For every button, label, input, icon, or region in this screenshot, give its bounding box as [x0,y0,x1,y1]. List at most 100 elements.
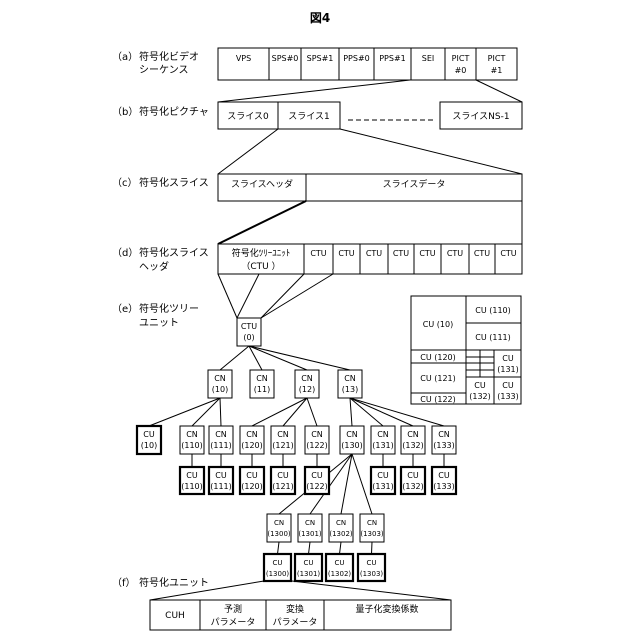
tree-node-label: CU [143,430,155,439]
tree-edge [350,398,413,426]
tree-edge [252,398,307,426]
tree-edge [278,542,280,554]
tree-node-label: (120) [241,441,263,450]
slice-header-label: スライスヘッダ [231,178,293,190]
section-f: （f） 符号化ユニット CUH 予測 パラメータ 変換 パラメータ 量子化変換係… [112,576,451,630]
tree-node-label: (111) [210,441,232,450]
tree-edge [341,454,352,514]
qt-cu132-a: CU [474,381,486,390]
label-b-line1: 符号化ピクチャ [139,105,209,118]
seq-item-label: SPS#0 [272,54,299,63]
tree-node-label: (11) [254,385,270,394]
tree-node-label: CU [215,471,227,480]
section-e: （e） 符号化ツリー ユニット CTU(0)CN(10)CN(11)CN(12)… [112,302,456,581]
sequence-row: VPSSPS#0SPS#1PPS#0PPS#1SEIPICT#0PICT#1 [218,48,517,80]
ctu-item-label: CTU [338,249,354,258]
tree-node-label: CN [377,430,389,439]
tree-node-label: (121) [272,441,294,450]
tree-node-label: (1302) [328,570,352,578]
tree-node-label: (1303) [360,570,384,578]
tree-node-label: CN [344,374,356,383]
tree-node-label: CU [377,471,389,480]
figure-title: 図4 [310,11,330,25]
tree-node-label: (1301) [297,570,321,578]
tree-node-label: (130) [341,441,363,450]
qt-cu110: CU (110) [475,306,511,315]
seq-item-label: PPS#0 [343,54,370,63]
tree-node-label: CN [214,374,226,383]
pred-line1: 予測 [224,603,242,615]
sliceN-label: スライスNS-1 [452,111,509,122]
ctu-item-label: CTU [474,249,490,258]
tree-edge [352,454,372,514]
tree-node-label: (122) [306,441,328,450]
tree-node-label: (0) [243,333,254,342]
tree-node-label: CN [311,430,323,439]
tree-node-label: (132) [402,441,424,450]
label-d-line2: ヘッダ [139,260,169,273]
trans-line2: パラメータ [273,617,318,628]
label-b-mark: （b） [112,106,138,118]
tree-node-label: CU [277,471,289,480]
tree-edge [307,398,317,426]
label-f-line1: 符号化ユニット [139,576,209,589]
label-e-line1: 符号化ツリー [139,302,199,315]
tree-node-label: CN [336,519,346,527]
qt-cu133-b: (133) [497,392,519,401]
tree-node-label: CU [272,559,282,567]
qt-cu121: CU (121) [420,374,456,383]
trans-line1: 変換 [286,603,304,615]
section-b: （b） 符号化ピクチャ スライス0 スライス1 スライスNS-1 [112,102,522,174]
label-f-mark: （f） [112,577,136,589]
tree-node-label: CTU [241,322,257,331]
tree-node-label: CN [301,374,313,383]
tree-node-label: CN [305,519,315,527]
slice1-label: スライス1 [288,111,329,122]
label-a-line2: シーケンス [139,64,189,76]
tree-node-label: CU [334,559,344,567]
tree-node-label: CN [346,430,358,439]
slice-data-label: スライスデータ [383,178,446,190]
label-a-mark: （a） [112,51,138,63]
slice0-label: スライス0 [227,111,269,122]
pred-line2: パラメータ [211,617,256,628]
cuh-label: CUH [165,611,185,621]
ctu-first-line2: （CTU ） [241,261,280,272]
ctu-item-label: CTU [366,249,382,258]
qt-cu132-b: (132) [469,392,491,401]
tree-edge [372,542,373,554]
tree-node-label: (133) [433,482,455,491]
quadtree-partition: CU (10) CU (110) CU (111) CU (120) CU (1… [411,296,521,404]
ctu-item-label: CTU [419,249,435,258]
ctu-item-label: CTU [393,249,409,258]
ctu-item-label: CTU [500,249,516,258]
ctu-row: CTUCTUCTUCTUCTUCTUCTUCTU [304,244,522,274]
tree-node-label: (13) [342,385,358,394]
tree-node-label: CN [186,430,198,439]
tree-edge [220,346,249,370]
tree-node-label: CU [407,471,419,480]
tree-node-label: (10) [212,385,228,394]
tree-node-label: (133) [433,441,455,450]
seq-item-label: SPS#1 [307,54,334,63]
tree-node-label: (120) [241,482,263,491]
ctu-item-label: CTU [310,249,326,258]
seq-item-label: PPS#1 [379,54,406,63]
section-a: （a） 符号化ビデオ シーケンス VPSSPS#0SPS#1PPS#0PPS#1… [112,48,522,102]
qt-cu120: CU (120) [420,353,456,362]
seq-item-label: SEI [422,54,435,63]
tree-node-label: CU [186,471,198,480]
tree-node-label: (121) [272,482,294,491]
seq-item-label: PICT [452,54,470,63]
tree-node-label: (131) [372,441,394,450]
label-a-line1: 符号化ビデオ [139,50,199,63]
qt-cu133-a: CU [502,381,514,390]
tree-edge [192,398,220,426]
qt-cu122: CU (122) [420,395,456,404]
tree-node-label: (10) [141,441,157,450]
tree-node-label: (111) [210,482,232,491]
tree-node-label: CN [367,519,377,527]
label-e-line2: ユニット [139,318,179,329]
tree-node-label: (131) [372,482,394,491]
label-e-mark: （e） [112,303,138,315]
